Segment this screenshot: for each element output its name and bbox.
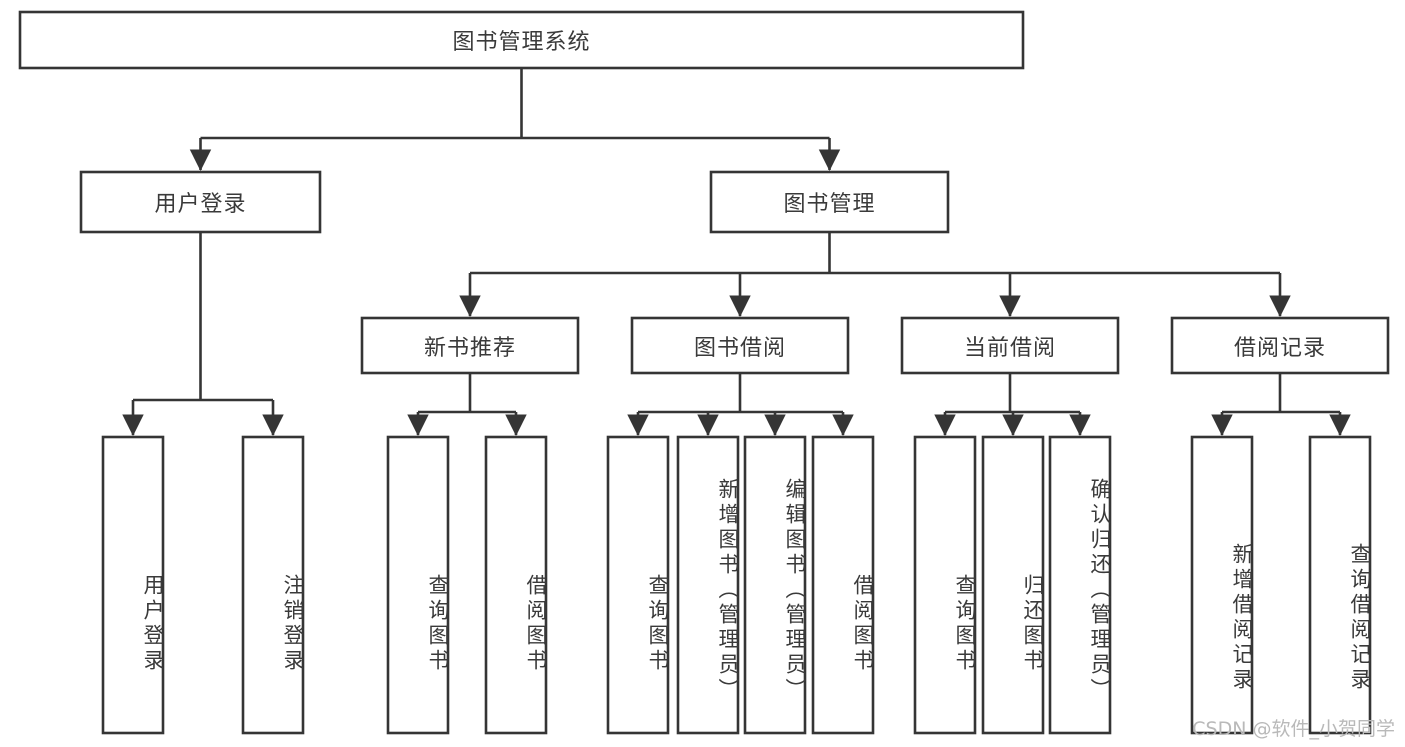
node-box-level2-0[interactable] xyxy=(79,170,322,234)
node-box-leaf-5[interactable] xyxy=(676,435,740,735)
node-box-leaf-2[interactable] xyxy=(386,435,450,735)
node-box-level3-2[interactable] xyxy=(900,316,1120,375)
node-box-level3-3[interactable] xyxy=(1170,316,1390,375)
node-box-leaf-7[interactable] xyxy=(811,435,875,735)
node-box-leaf-4[interactable] xyxy=(606,435,670,735)
node-boxes xyxy=(18,10,1390,735)
node-box-level3-0[interactable] xyxy=(360,316,580,375)
node-box-leaf-12[interactable] xyxy=(1308,435,1372,735)
node-box-leaf-0[interactable] xyxy=(101,435,165,735)
node-box-leaf-6[interactable] xyxy=(743,435,807,735)
node-box-leaf-9[interactable] xyxy=(981,435,1045,735)
node-box-root[interactable] xyxy=(18,10,1025,70)
node-box-level2-1[interactable] xyxy=(709,170,950,234)
node-box-leaf-10[interactable] xyxy=(1048,435,1112,735)
connector-lines xyxy=(122,68,1351,436)
node-box-leaf-1[interactable] xyxy=(241,435,305,735)
node-box-leaf-8[interactable] xyxy=(913,435,977,735)
node-box-level3-1[interactable] xyxy=(630,316,850,375)
node-box-leaf-11[interactable] xyxy=(1190,435,1254,735)
node-box-leaf-3[interactable] xyxy=(484,435,548,735)
